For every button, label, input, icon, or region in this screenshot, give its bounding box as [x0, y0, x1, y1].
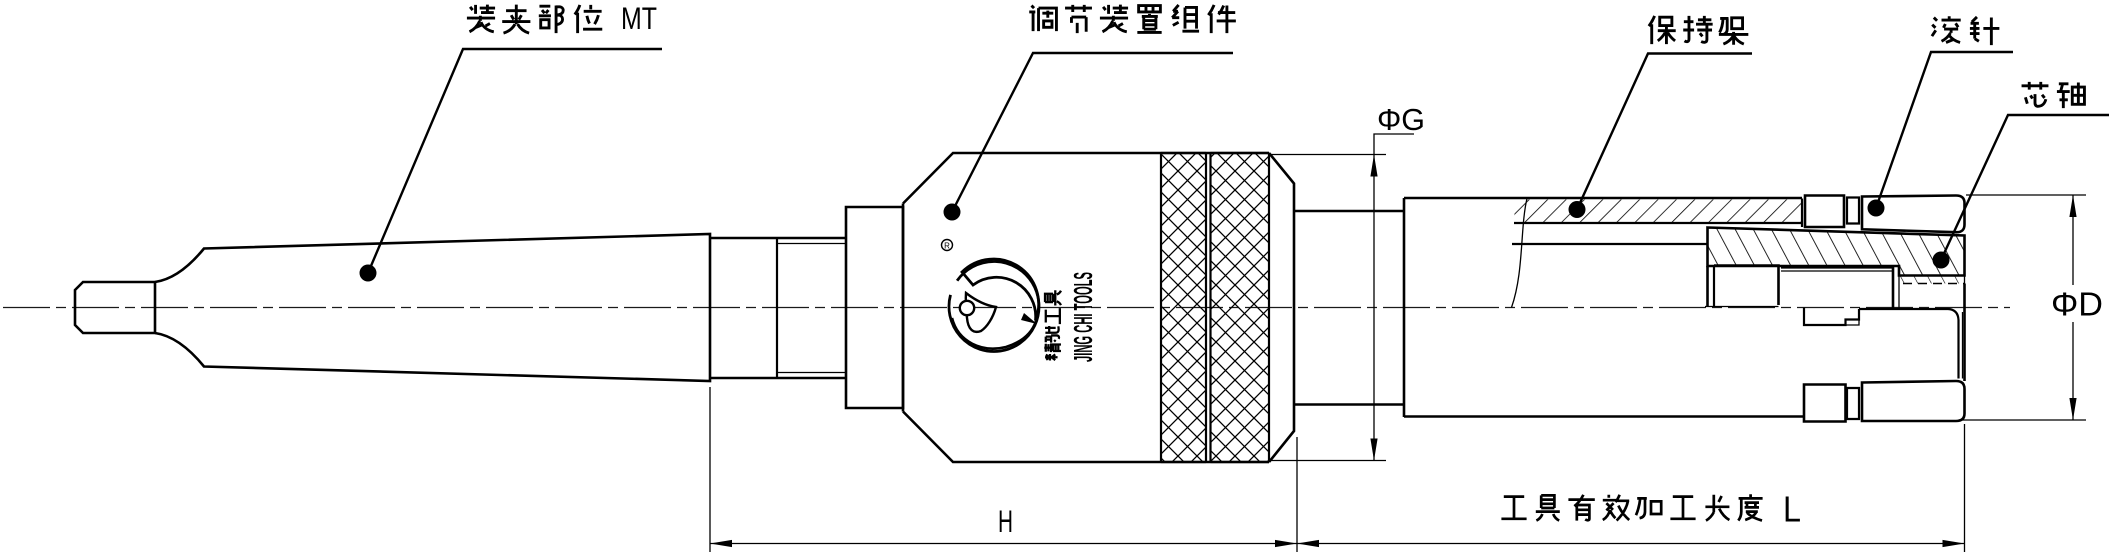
svg-text:JING CHI TOOLS: JING CHI TOOLS [1068, 272, 1098, 362]
svg-text:L: L [1783, 489, 1801, 530]
svg-text:ΦG: ΦG [1377, 102, 1425, 137]
svg-text:ΦD: ΦD [2051, 286, 2103, 323]
svg-text:R: R [944, 242, 950, 251]
svg-text:MT: MT [621, 0, 657, 36]
svg-text:H: H [998, 503, 1013, 539]
